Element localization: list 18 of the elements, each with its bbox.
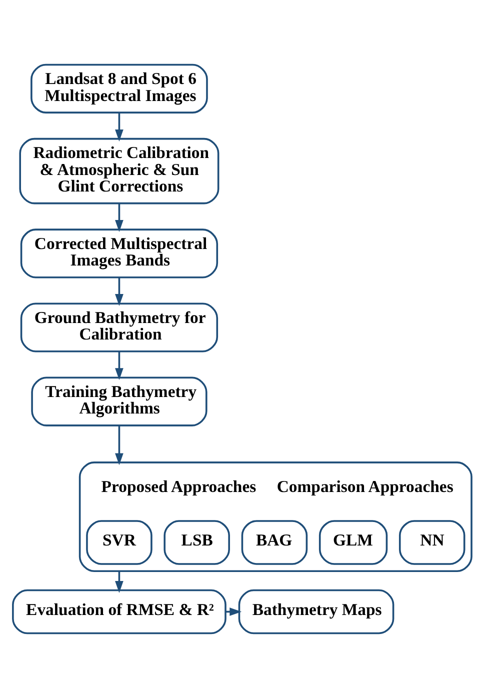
arrow (115, 112, 124, 141)
node-box: NN (398, 520, 466, 564)
arrow (115, 202, 124, 232)
node-box: Training Bathymetry Algorithms (31, 376, 208, 426)
arrow (115, 425, 124, 465)
node-box: Radiometric Calibration & Atmospheric & Sun Glint Corrections (19, 137, 220, 204)
arrow (115, 351, 124, 380)
node-box: Ground Bathymetry for Calibration (20, 302, 218, 352)
node-box: Bathymetry Maps (238, 588, 394, 634)
arrow (115, 277, 124, 306)
node-box: Evaluation of RMSE & R² (12, 588, 226, 634)
node-box: GLM (318, 520, 388, 564)
arrow (115, 570, 124, 592)
node-box: Landsat 8 and Spot 6 Multispectral Images (30, 63, 208, 113)
node-box: SVR (86, 520, 152, 564)
node-box: LSB (164, 520, 230, 564)
node-box: Corrected Multispectral Images Bands (20, 228, 218, 278)
node-box: BAG (241, 520, 308, 564)
